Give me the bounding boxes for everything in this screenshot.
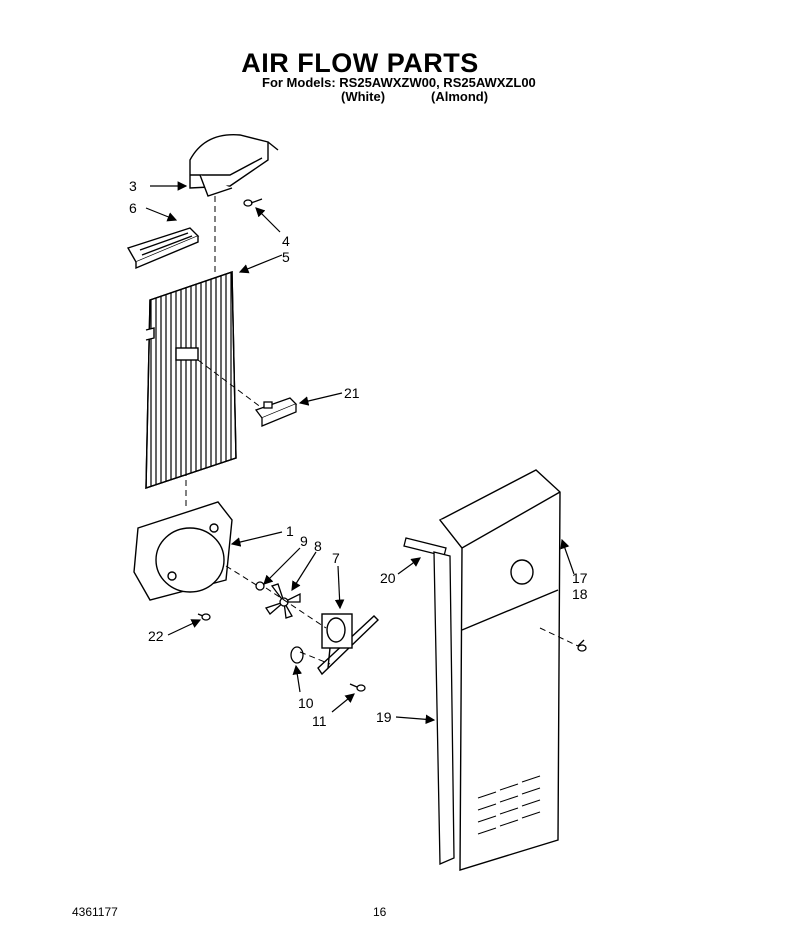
callout-9: 9	[300, 533, 308, 549]
screw-part-4	[243, 198, 263, 207]
assembly-lines	[185, 196, 579, 665]
screw-part-22	[197, 613, 211, 621]
callout-10: 10	[298, 695, 314, 711]
leader-arrows	[145, 181, 575, 725]
variant-almond: (Almond)	[431, 89, 489, 104]
callout-1: 1	[286, 523, 294, 539]
nut-part-9	[255, 581, 265, 591]
models-line: For Models: RS25AWXZW00, RS25AWXZL00	[262, 75, 536, 90]
grille-part	[126, 227, 200, 270]
callout-6: 6	[129, 200, 137, 216]
variant-white: (White)	[341, 89, 386, 104]
page-title: AIR FLOW PARTS	[241, 48, 479, 78]
callout-17: 17	[572, 570, 588, 586]
callout-20: 20	[380, 570, 396, 586]
gasket-strip-part	[403, 537, 455, 865]
callout-5: 5	[282, 249, 290, 265]
evaporator-cover-part	[145, 271, 237, 489]
screw-part-18	[577, 639, 587, 652]
callout-8: 8	[314, 538, 322, 554]
callout-22: 22	[148, 628, 164, 644]
callout-18: 18	[572, 586, 588, 602]
grommet-part-10	[290, 646, 304, 664]
bracket-part-21	[254, 397, 298, 427]
callout-19: 19	[376, 709, 392, 725]
screw-part-11	[349, 683, 366, 692]
page-number: 16	[373, 905, 387, 919]
callout-4: 4	[282, 233, 290, 249]
fan-shroud-part	[133, 501, 233, 601]
callout-21: 21	[344, 385, 360, 401]
callout-11: 11	[312, 713, 327, 729]
fan-blade-part	[264, 583, 301, 619]
callout-3: 3	[129, 178, 137, 194]
air-duct-panel-part	[438, 469, 561, 871]
duct-cover-part	[189, 134, 279, 197]
fan-motor-part	[317, 613, 379, 676]
callout-7: 7	[332, 550, 340, 566]
document-number: 4361177	[72, 905, 118, 919]
